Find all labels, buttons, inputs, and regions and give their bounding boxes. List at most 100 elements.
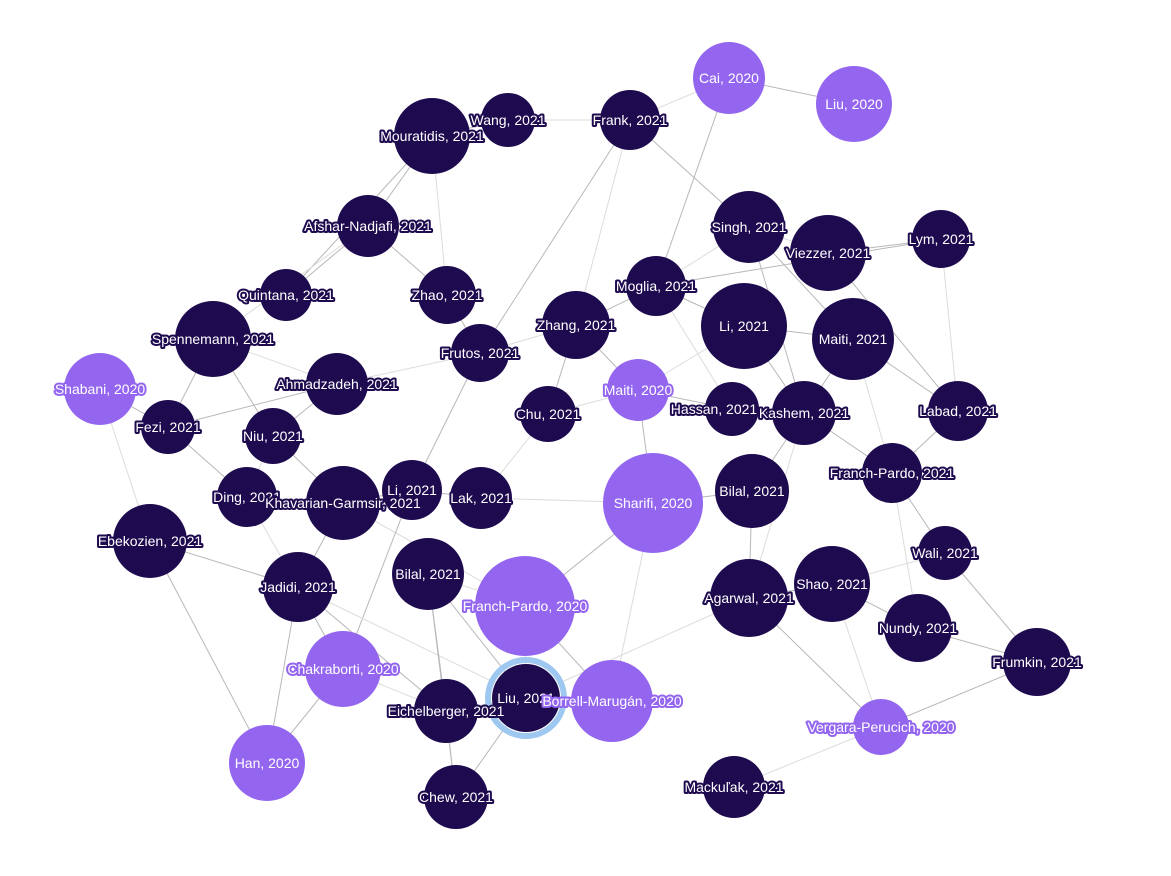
node-eichelberger2021[interactable]	[414, 679, 478, 743]
node-bilal2021b[interactable]	[392, 538, 464, 610]
node-moglia2021[interactable]	[626, 256, 686, 316]
node-cai2020[interactable]	[693, 42, 765, 114]
node-ding2021[interactable]	[217, 467, 277, 527]
node-label-liu2020[interactable]: Liu, 2020	[823, 94, 885, 114]
node-label-bilal2021a[interactable]: Bilal, 2021	[717, 481, 787, 501]
node-liu2021[interactable]	[492, 664, 560, 732]
node-hassan2021[interactable]	[705, 382, 759, 436]
node-wali2021[interactable]	[918, 526, 972, 580]
node-maiti2020[interactable]	[607, 359, 669, 421]
node-label-khavarian2021[interactable]: Khavarian-Garmsir, 2021	[263, 493, 423, 513]
node-label-jadidi2021[interactable]: Jadidi, 2021	[258, 577, 338, 597]
node-label-wang2021[interactable]: Wang, 2021	[469, 110, 548, 130]
node-label-agarwal2021[interactable]: Agarwal, 2021	[702, 588, 796, 608]
node-label-maiti2020[interactable]: Maiti, 2020	[602, 380, 675, 400]
node-label-shabani2020[interactable]: Shabani, 2020	[53, 379, 148, 399]
node-label-sharifi2020[interactable]: Sharifi, 2020	[612, 493, 695, 513]
node-label-lym2021[interactable]: Lym, 2021	[907, 229, 976, 249]
node-label-singh2021[interactable]: Singh, 2021	[710, 217, 789, 237]
node-label-maiti2021[interactable]: Maiti, 2021	[817, 329, 890, 349]
node-label-franchpardo2021[interactable]: Franch-Pardo, 2021	[828, 463, 957, 483]
node-chu2021[interactable]	[520, 386, 576, 442]
node-li2021a[interactable]	[701, 283, 787, 369]
node-afshar2021[interactable]	[337, 195, 399, 257]
node-label-ebekozien2021[interactable]: Ebekozien, 2021	[96, 531, 205, 551]
node-fezi2021[interactable]	[141, 400, 195, 454]
node-frumkin2021[interactable]	[1003, 628, 1071, 696]
node-liu2020[interactable]	[816, 66, 892, 142]
node-niu2021[interactable]	[245, 408, 301, 464]
node-quintana2021[interactable]	[260, 269, 312, 321]
node-label-frank2021[interactable]: Frank, 2021	[591, 110, 670, 130]
node-lak2021[interactable]	[450, 467, 512, 529]
node-label-hassan2021[interactable]: Hassan, 2021	[669, 399, 760, 419]
node-agarwal2021[interactable]	[710, 559, 788, 637]
node-label-nundy2021[interactable]: Nundy, 2021	[877, 618, 960, 638]
node-bilal2021a[interactable]	[715, 454, 789, 528]
node-label-franchpardo2020[interactable]: Franch-Pardo, 2020	[461, 596, 590, 616]
node-label-zhang2021[interactable]: Zhang, 2021	[535, 315, 618, 335]
node-sharifi2020[interactable]	[603, 453, 703, 553]
node-label-chu2021[interactable]: Chu, 2021	[514, 404, 583, 424]
node-borrell2020[interactable]	[571, 660, 653, 742]
node-label-mackulak2021[interactable]: Mackuľak, 2021	[682, 777, 785, 797]
node-mackulak2021[interactable]	[703, 756, 765, 818]
node-label-fezi2021[interactable]: Fezi, 2021	[133, 417, 203, 437]
node-kashem2021[interactable]	[772, 381, 836, 445]
node-label-spennemann2021[interactable]: Spennemann, 2021	[150, 329, 276, 349]
node-maiti2021[interactable]	[812, 298, 894, 380]
node-label-afshar2021[interactable]: Afshar-Nadjafi, 2021	[302, 216, 434, 236]
node-label-quintana2021[interactable]: Quintana, 2021	[236, 285, 336, 305]
node-singh2021[interactable]	[713, 191, 785, 263]
node-label-wali2021[interactable]: Wali, 2021	[910, 543, 980, 563]
node-ahmadzadeh2021[interactable]	[306, 353, 368, 415]
node-label-shao2021[interactable]: Shao, 2021	[794, 574, 870, 594]
node-label-kashem2021[interactable]: Kashem, 2021	[757, 403, 851, 423]
node-wang2021[interactable]	[481, 93, 535, 147]
node-frutos2021[interactable]	[451, 324, 509, 382]
node-zhao2021[interactable]	[418, 266, 476, 324]
node-label-li2021a[interactable]: Li, 2021	[717, 316, 771, 336]
node-viezzer2021[interactable]	[790, 215, 866, 291]
node-label-ding2021[interactable]: Ding, 2021	[211, 487, 283, 507]
node-label-niu2021[interactable]: Niu, 2021	[241, 426, 305, 446]
node-shabani2020[interactable]	[64, 353, 136, 425]
node-label-cai2020[interactable]: Cai, 2020	[697, 68, 761, 88]
node-vergara2020[interactable]	[853, 699, 909, 755]
node-li2021b[interactable]	[382, 460, 442, 520]
node-khavarian2021[interactable]	[306, 466, 380, 540]
node-label-viezzer2021[interactable]: Viezzer, 2021	[784, 243, 873, 263]
node-zhang2021[interactable]	[542, 291, 610, 359]
node-label-bilal2021b[interactable]: Bilal, 2021	[393, 564, 463, 584]
node-franchpardo2021[interactable]	[862, 443, 922, 503]
node-jadidi2021[interactable]	[263, 552, 333, 622]
node-label-liu2021[interactable]: Liu, 2021	[495, 688, 557, 708]
node-label-frutos2021[interactable]: Frutos, 2021	[439, 343, 522, 363]
node-label-eichelberger2021[interactable]: Eichelberger, 2021	[386, 701, 507, 721]
node-nundy2021[interactable]	[884, 594, 952, 662]
node-franchpardo2020[interactable]	[475, 556, 575, 656]
node-label-li2021b[interactable]: Li, 2021	[385, 480, 439, 500]
node-label-zhao2021[interactable]: Zhao, 2021	[410, 285, 485, 305]
node-label-mouratidis2021[interactable]: Mouratidis, 2021	[378, 126, 486, 146]
node-chakraborti2020[interactable]	[305, 631, 381, 707]
node-label-lak2021[interactable]: Lak, 2021	[448, 488, 514, 508]
node-chew2021[interactable]	[424, 765, 488, 829]
node-lym2021[interactable]	[912, 210, 970, 268]
node-label-han2020[interactable]: Han, 2020	[233, 753, 302, 773]
node-labad2021[interactable]	[928, 381, 988, 441]
node-shao2021[interactable]	[794, 546, 870, 622]
node-label-labad2021[interactable]: Labad, 2021	[917, 401, 999, 421]
node-label-chakraborti2020[interactable]: Chakraborti, 2020	[285, 659, 401, 679]
node-frank2021[interactable]	[600, 90, 660, 150]
node-label-borrell2020[interactable]: Borrell-Marugán, 2020	[540, 691, 684, 711]
node-label-chew2021[interactable]: Chew, 2021	[417, 787, 495, 807]
node-label-frumkin2021[interactable]: Frumkin, 2021	[990, 652, 1084, 672]
node-spennemann2021[interactable]	[175, 301, 251, 377]
node-han2020[interactable]	[229, 725, 305, 801]
node-label-ahmadzadeh2021[interactable]: Ahmadzadeh, 2021	[274, 374, 400, 394]
node-ebekozien2021[interactable]	[113, 504, 187, 578]
node-mouratidis2021[interactable]	[394, 98, 470, 174]
node-label-vergara2020[interactable]: Vergara-Perucich, 2020	[805, 717, 956, 737]
